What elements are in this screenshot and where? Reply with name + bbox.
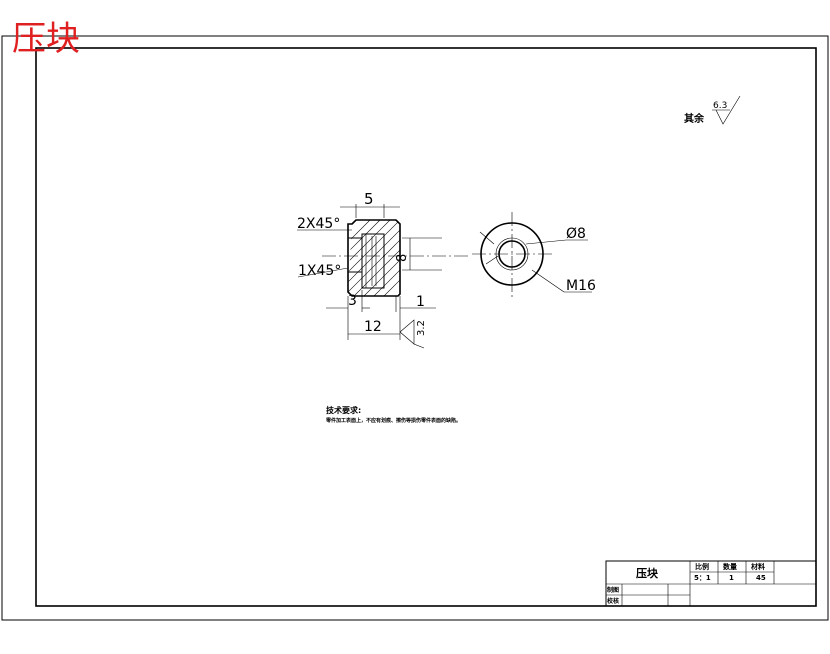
title-block: 压块 比例 数量 材料 5：1 1 45 制图 校核 <box>605 560 817 607</box>
roughness-other-label: 其余 <box>684 112 705 125</box>
end-view-tick-b <box>485 255 499 265</box>
outer-border <box>1 35 829 621</box>
inner-circle <box>498 240 526 268</box>
scale-value: 5：1 <box>694 574 711 582</box>
roughness-symbol-icon <box>715 95 741 125</box>
thread-circle <box>495 237 529 271</box>
dim-bore: 8 <box>395 254 410 262</box>
scale-label: 比例 <box>695 562 709 571</box>
end-view-tick-a <box>479 231 495 245</box>
technical-notes: 技术要求: 零件加工表面上，不应有划痕、擦伤等损伤零件表面的缺陷。 <box>326 405 461 424</box>
material-value: 45 <box>756 574 766 582</box>
dim-chamfer-bottom: 1X45° <box>298 263 341 279</box>
part-name: 压块 <box>636 566 659 580</box>
dim-depth-right: 1 <box>416 294 425 310</box>
drawn-label: 制图 <box>607 586 619 594</box>
section-outline <box>347 219 401 297</box>
leader-chamfer-bottom <box>297 267 349 278</box>
checked-label: 校核 <box>607 597 619 605</box>
dim-length-total: 12 <box>364 319 382 335</box>
inner-bore <box>361 233 385 289</box>
qty-label: 数量 <box>723 562 737 571</box>
outer-circle <box>480 222 544 286</box>
dim-chamfer-top: 2X45° <box>297 216 340 232</box>
roughness-face-value: 3.2 <box>416 320 427 336</box>
dim-diameter-small: Ø8 <box>566 226 586 242</box>
section-view: 5 2X45° 1X45° 8 3 1 12 3.2 <box>297 190 470 349</box>
leader-diameter <box>525 239 567 245</box>
dim-width-top: 5 <box>364 190 374 208</box>
corner-title: 压块 <box>12 19 80 59</box>
dim-depth-left: 3 <box>348 293 357 309</box>
roughness-general-value: 6.3 <box>713 101 727 111</box>
leader-thread <box>531 269 565 293</box>
face-roughness-icon <box>399 319 425 349</box>
inner-border <box>35 47 817 607</box>
title-block-frame <box>605 560 817 607</box>
dim-thread: M16 <box>566 278 596 294</box>
material-label: 材料 <box>750 562 765 571</box>
end-view: Ø8 M16 <box>472 212 596 298</box>
notes-heading: 技术要求: <box>326 405 361 415</box>
section-hatch <box>348 220 400 296</box>
face-roughness-leg <box>399 331 415 345</box>
qty-value: 1 <box>729 574 734 582</box>
general-roughness: 其余 6.3 <box>684 95 741 125</box>
notes-line-1: 零件加工表面上，不应有划痕、擦伤等损伤零件表面的缺陷。 <box>326 417 461 424</box>
